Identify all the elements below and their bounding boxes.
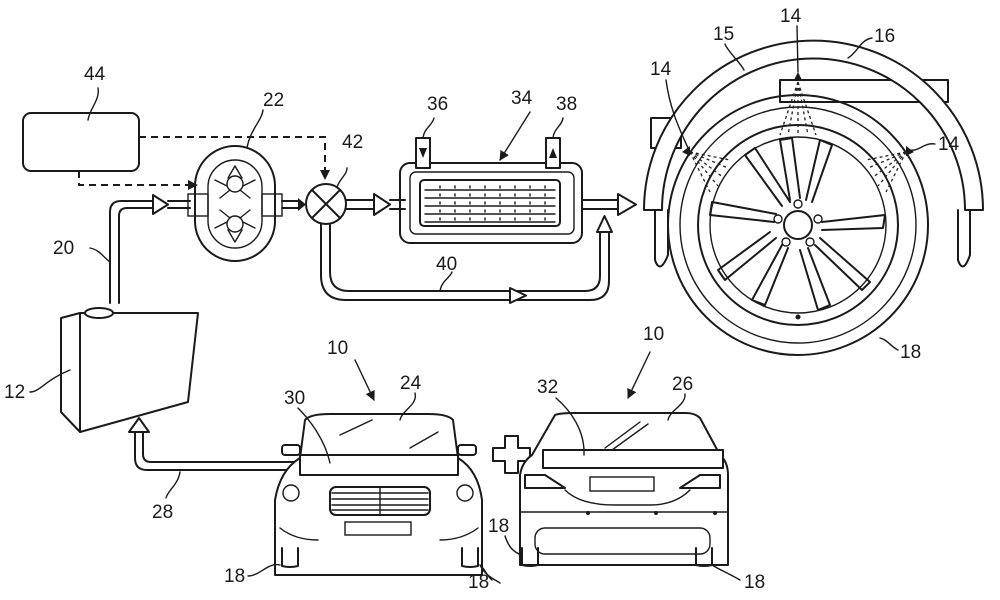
label-24: 24 — [400, 373, 422, 394]
leader-30 — [297, 407, 331, 464]
label-32: 32 — [537, 377, 558, 398]
control-line-to-valve — [139, 136, 326, 172]
label-18-rear-right: 18 — [744, 572, 765, 593]
label-10-front: 10 — [327, 338, 348, 359]
leader-15 — [724, 43, 745, 71]
leader-40 — [439, 271, 453, 292]
arrow-10-front — [354, 359, 375, 401]
leader-14-right — [909, 143, 936, 151]
leader-34 — [499, 111, 531, 161]
label-14-left: 14 — [650, 59, 672, 80]
label-34: 34 — [511, 88, 533, 109]
label-18-front-left: 18 — [224, 566, 245, 587]
label-16: 16 — [874, 26, 895, 47]
label-30: 30 — [284, 388, 305, 409]
line-to-nozzles — [581, 193, 637, 216]
label-22: 22 — [263, 90, 284, 111]
control-arrow-pump — [188, 180, 198, 190]
label-28: 28 — [152, 502, 173, 523]
label-15: 15 — [713, 24, 734, 45]
leader-18-front-left — [247, 563, 281, 577]
leader-22 — [246, 109, 264, 149]
pump — [187, 145, 306, 262]
control-arrow-valve — [320, 170, 330, 180]
leader-20 — [89, 247, 111, 263]
label-12: 12 — [4, 382, 25, 403]
line-to-heat-exchanger — [345, 193, 406, 216]
leader-38 — [552, 117, 564, 139]
label-40: 40 — [436, 254, 457, 275]
label-10-rear: 10 — [643, 324, 664, 345]
label-18-rear-left: 18 — [488, 516, 509, 537]
control-line-to-pump — [78, 171, 190, 186]
reservoir — [60, 307, 199, 433]
wheel-assembly — [643, 39, 984, 356]
label-38: 38 — [556, 94, 577, 115]
leader-36 — [422, 117, 435, 139]
leader-12 — [29, 369, 71, 393]
heat-exchanger — [399, 137, 583, 244]
leader-18-rear-left — [504, 535, 523, 556]
leader-26 — [667, 393, 686, 421]
vehicle-front-view — [274, 413, 483, 576]
supply-line — [109, 194, 191, 304]
label-18-big: 18 — [900, 342, 921, 363]
leader-18-extra — [479, 564, 501, 584]
controller-box — [22, 112, 140, 172]
leader-32 — [555, 397, 585, 456]
leader-28 — [165, 471, 181, 499]
valve — [305, 183, 347, 225]
leader-42 — [336, 167, 348, 188]
label-14-top: 14 — [780, 6, 802, 27]
return-line — [128, 417, 301, 471]
leader-44 — [87, 87, 99, 121]
label-20: 20 — [53, 238, 74, 259]
leader-18-big — [879, 337, 899, 351]
label-42: 42 — [342, 132, 363, 153]
bypass-line — [320, 215, 613, 304]
arrow-10-rear — [627, 351, 651, 399]
label-44: 44 — [84, 64, 106, 85]
vehicle-rear-view — [519, 412, 729, 567]
label-14-right: 14 — [938, 134, 960, 155]
leader-14-left — [665, 79, 689, 149]
leader-24 — [399, 392, 416, 421]
label-36: 36 — [427, 94, 448, 115]
label-18-front-right: 18 — [468, 572, 489, 593]
leader-16 — [847, 37, 873, 59]
leader-18-rear-right — [711, 564, 741, 581]
leader-14-top — [796, 25, 799, 73]
label-26: 26 — [672, 374, 693, 395]
